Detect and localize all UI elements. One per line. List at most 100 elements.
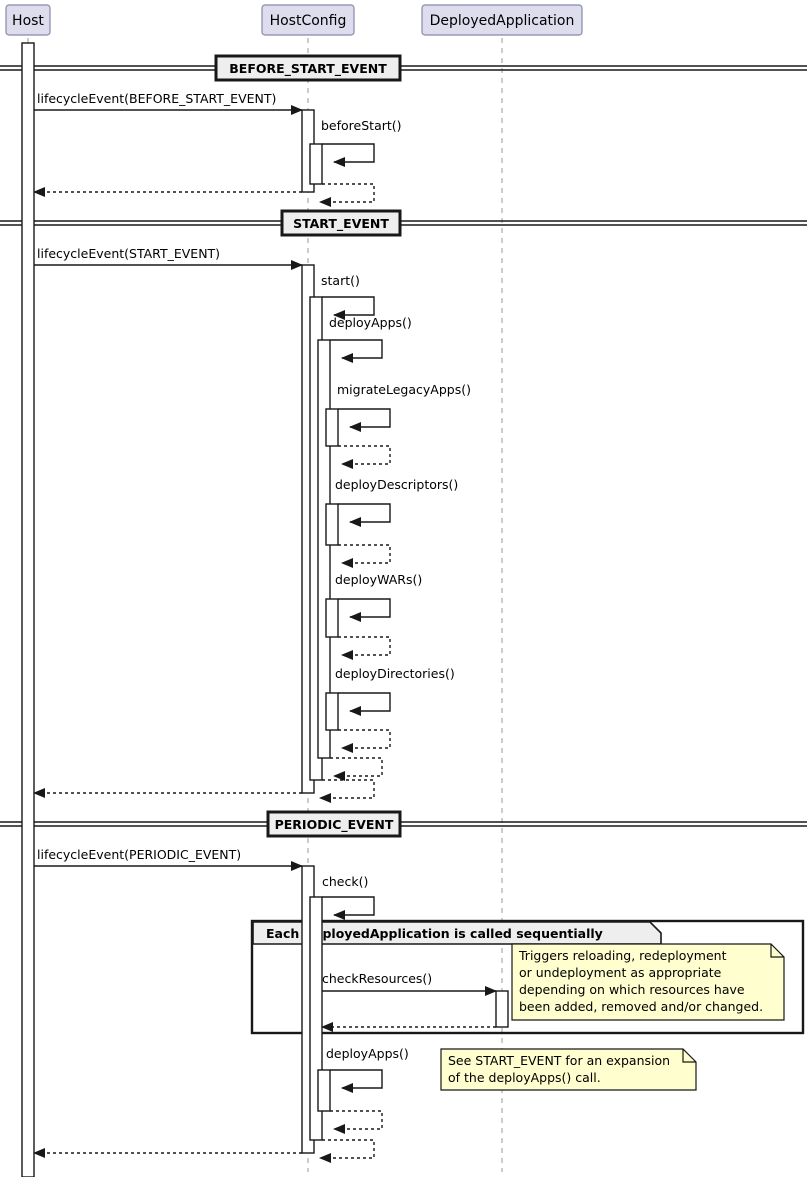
divider-label: BEFORE_START_EVENT [229, 61, 387, 77]
message-arrow [338, 503, 391, 527]
note-deploy-apps: See START_EVENT for an expansion of the d… [440, 1048, 697, 1091]
act-deployed-1 [495, 990, 509, 1028]
participant-label: Host [12, 13, 44, 29]
participant-deployed[interactable]: DeployedApplication [421, 4, 583, 36]
note-line: of the deployApps() call. [448, 1070, 601, 1085]
act-config-2-s3b [325, 503, 339, 546]
message-arrow [322, 896, 375, 920]
divider-label: PERIODIC_EVENT [275, 817, 394, 833]
group-header-label: Each DeployedApplication is called seque… [266, 926, 603, 941]
message-m15 [338, 729, 391, 753]
activation-bars [21, 42, 509, 1177]
divider-box [280, 209, 402, 237]
note-line: or undeployment as appropriate [519, 965, 722, 980]
message-m12: deployWARs() [335, 572, 422, 622]
group-header-tab [252, 921, 662, 945]
note-line: Triggers reloading, redeployment [518, 948, 727, 963]
lifelines [27, 38, 503, 1172]
message-label: migrateLegacyApps() [337, 382, 471, 397]
dividers-layer: BEFORE_START_EVENT START_EVENT PERIODIC_EV… [0, 54, 807, 838]
divider-box [266, 810, 402, 838]
note-fold-corner [770, 944, 784, 958]
message-m7: deployApps() [329, 315, 412, 363]
message-arrow [338, 408, 391, 432]
act-config-1-self [309, 143, 323, 185]
message-m16 [330, 757, 383, 781]
message-arrow [338, 598, 391, 622]
note-check-resources: Triggers reloading, redeployment or undep… [511, 943, 785, 1021]
message-arrow [319, 779, 375, 803]
participant-box[interactable] [261, 4, 355, 36]
message-m10: deployDescriptors() [335, 477, 458, 527]
message-m2: beforeStart() [321, 118, 402, 167]
group-frame [250, 919, 805, 1035]
message-arrow [338, 544, 391, 568]
participant-label: HostConfig [270, 13, 347, 29]
message-arrow [319, 183, 375, 207]
message-m24 [330, 1110, 383, 1134]
message-label: deployApps() [326, 1046, 409, 1061]
participant-label: DeployedApplication [430, 13, 575, 29]
message-m3 [319, 183, 375, 207]
message-arrow [330, 339, 383, 363]
participant-boxes: Host HostConfig DeployedApplication [5, 4, 583, 36]
note-fold-corner [682, 1049, 696, 1063]
message-m20: check() [322, 874, 375, 920]
act-config-3-s2 [317, 1069, 331, 1112]
message-label: lifecycleEvent(START_EVENT) [37, 246, 220, 261]
message-label: start() [321, 273, 360, 288]
message-m1: lifecycleEvent(BEFORE_START_EVENT) [34, 91, 303, 115]
message-label: beforeStart() [321, 118, 402, 133]
act-host-main [21, 42, 35, 1177]
participant-box[interactable] [5, 4, 51, 36]
message-m17 [319, 779, 375, 803]
message-arrow [338, 692, 391, 716]
divider-before-start: BEFORE_START_EVENT [0, 54, 807, 82]
message-m19: lifecycleEvent(PERIODIC_EVENT) [34, 847, 303, 871]
note-line: See START_EVENT for an expansion [448, 1053, 670, 1068]
message-arrow [319, 1139, 375, 1163]
divider-label: START_EVENT [293, 216, 389, 232]
divider-periodic: PERIODIC_EVENT [0, 810, 807, 838]
message-arrow [338, 636, 391, 660]
act-config-2-s3d [325, 692, 339, 731]
act-config-2-s3c [325, 598, 339, 638]
message-arrow [322, 143, 375, 167]
message-m9 [338, 445, 391, 469]
message-m6: start() [321, 273, 375, 320]
message-label: deployDescriptors() [335, 477, 458, 492]
message-label: lifecycleEvent(PERIODIC_EVENT) [37, 847, 241, 862]
note-line: been added, removed and/or changed. [519, 999, 763, 1014]
message-m23: deployApps() [326, 1046, 409, 1093]
message-arrow [330, 1110, 383, 1134]
message-arrow [330, 757, 383, 781]
participant-box[interactable] [421, 4, 583, 36]
groups-layer: Each DeployedApplication is called seque… [250, 919, 805, 1035]
message-label: check() [322, 874, 368, 889]
message-m11 [338, 544, 391, 568]
notes-layer: Triggers reloading, redeployment or undep… [440, 943, 785, 1091]
divider-box [214, 54, 402, 82]
divider-start: START_EVENT [0, 209, 807, 237]
group-each-deployed-application: Each DeployedApplication is called seque… [250, 919, 805, 1035]
note-line: depending on which resources have [519, 982, 745, 997]
message-m13 [338, 636, 391, 660]
message-label: deployApps() [329, 315, 412, 330]
message-m21: checkResources() [322, 971, 497, 996]
message-arrow [338, 445, 391, 469]
message-label: lifecycleEvent(BEFORE_START_EVENT) [37, 91, 276, 106]
participant-config[interactable]: HostConfig [261, 4, 355, 36]
message-arrow [338, 729, 391, 753]
note-body [511, 943, 785, 1021]
participant-host[interactable]: Host [5, 4, 51, 36]
message-m25 [319, 1139, 375, 1163]
message-label: checkResources() [322, 971, 432, 986]
message-m5: lifecycleEvent(START_EVENT) [34, 246, 303, 270]
message-label: deployDirectories() [335, 666, 455, 681]
message-label: deployWARs() [335, 572, 422, 587]
messages-layer: lifecycleEvent(BEFORE_START_EVENT)before… [33, 91, 497, 1163]
note-body [440, 1048, 697, 1091]
message-arrow [322, 296, 375, 320]
